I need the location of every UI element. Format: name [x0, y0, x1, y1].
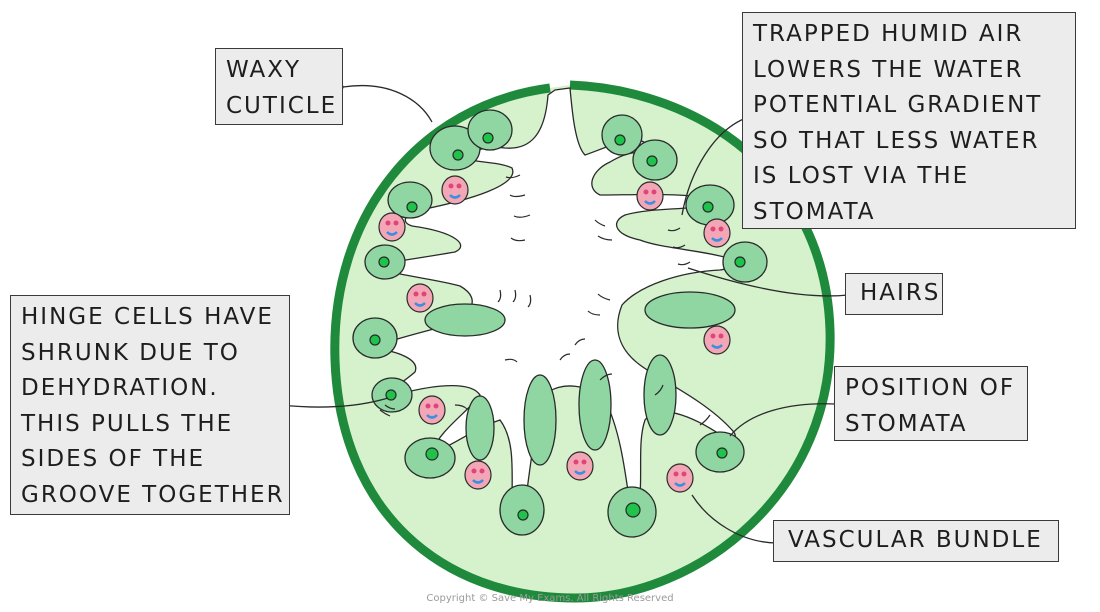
- leader-waxy-cuticle: [342, 85, 433, 123]
- cell-group: [644, 291, 736, 329]
- stoma: [646, 155, 658, 167]
- vascular-bundles: [378, 175, 731, 493]
- stomata: [369, 132, 746, 521]
- stoma: [406, 201, 418, 213]
- hair: [597, 293, 611, 301]
- cell-group: [387, 181, 433, 219]
- stoma: [378, 256, 390, 268]
- hair: [594, 219, 606, 227]
- hair: [677, 261, 691, 266]
- cell-group: [523, 374, 557, 466]
- stoma: [482, 132, 494, 144]
- leader-lines: [279, 85, 849, 544]
- hair: [672, 244, 686, 249]
- hair: [510, 237, 526, 242]
- stoma: [452, 149, 464, 161]
- hair: [513, 214, 531, 218]
- stoma: [716, 447, 728, 459]
- hair: [587, 310, 601, 316]
- cell-group: [424, 303, 506, 337]
- vascular-bundle: [441, 175, 469, 205]
- hair: [597, 235, 613, 241]
- hair: [379, 409, 391, 417]
- vascular-bundle: [666, 463, 694, 493]
- vascular-bundle: [406, 283, 434, 313]
- hair: [509, 194, 526, 198]
- leader-hairs: [687, 267, 849, 297]
- hair: [504, 358, 518, 363]
- leader-hinge-cells: [279, 397, 389, 408]
- hairs-label: HAIRS: [845, 273, 943, 315]
- hair: [574, 338, 586, 346]
- hairs: [379, 174, 711, 426]
- hair: [497, 289, 502, 303]
- vascular-bundle: [378, 212, 406, 242]
- hair: [654, 384, 664, 396]
- vascular-bundle: [703, 218, 731, 248]
- stoma: [702, 201, 714, 213]
- vascular-bundle: [418, 395, 446, 425]
- leader-trapped-air: [681, 117, 747, 216]
- hair: [505, 174, 521, 179]
- hair: [667, 227, 681, 232]
- cell-group: [643, 354, 677, 436]
- stoma: [385, 389, 397, 401]
- vascular-bundle: [464, 460, 492, 490]
- stoma: [369, 334, 381, 346]
- copyright-notice: Copyright © Save My Exams. All Rights Re…: [426, 593, 674, 604]
- stoma: [425, 447, 439, 461]
- vascular-bundle: [566, 451, 594, 481]
- cell-group: [467, 109, 513, 151]
- hair: [384, 404, 396, 410]
- vascular-bundle: [636, 181, 664, 211]
- cell-group: [578, 359, 612, 451]
- hinge-cells-label: HINGE CELLS HAVE SHRUNK DUE TO DEHYDRATI…: [10, 295, 290, 515]
- trapped-humid-air-label: TRAPPED HUMID AIR LOWERS THE WATER POTEN…: [742, 12, 1076, 229]
- stoma: [734, 256, 746, 268]
- hair: [559, 353, 571, 361]
- leader-stomata: [729, 403, 837, 437]
- hair: [527, 294, 532, 308]
- stoma: [614, 134, 626, 146]
- cell-group: [465, 395, 495, 461]
- waxy-cuticle-label: WAXY CUTICLE: [215, 48, 343, 125]
- hair: [699, 414, 711, 426]
- hair: [512, 289, 517, 303]
- stoma: [517, 509, 529, 521]
- leader-vascular-bundle: [691, 494, 779, 544]
- hair: [454, 404, 468, 410]
- stomata-position-label: POSITION OF STOMATA: [834, 366, 1028, 441]
- vascular-bundle-label: VASCULAR BUNDLE: [773, 520, 1059, 562]
- stoma: [625, 502, 641, 518]
- vascular-bundle: [703, 325, 731, 355]
- hair: [599, 373, 613, 381]
